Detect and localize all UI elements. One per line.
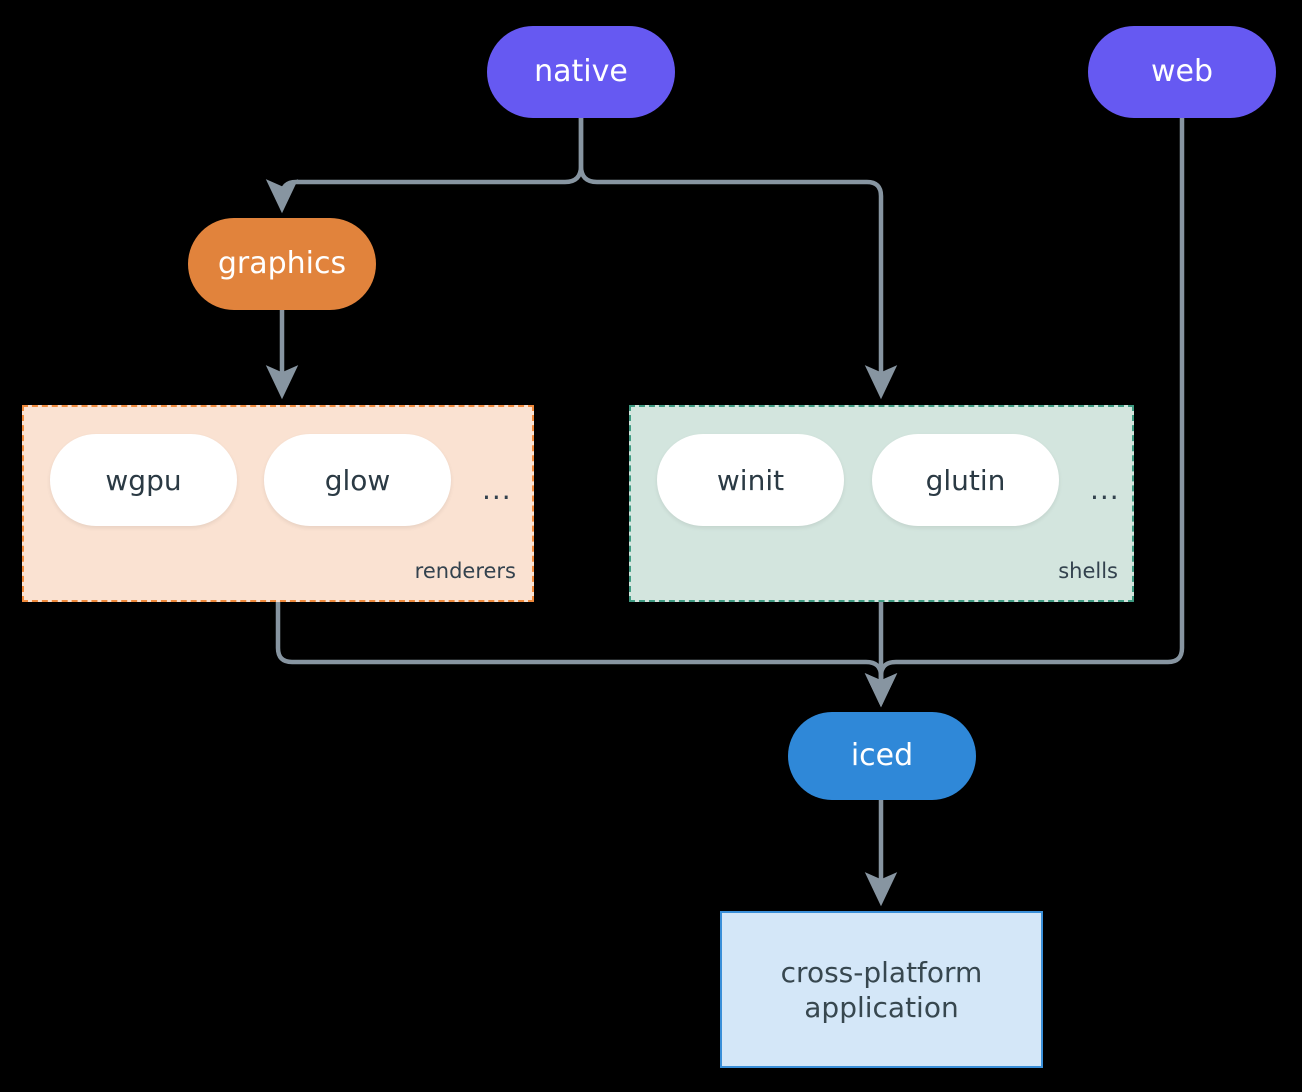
edge-native-stem-right [578,118,598,185]
pill-glutin[interactable]: glutin [872,434,1059,526]
node-web[interactable]: web [1088,26,1276,118]
node-iced-label: iced [850,738,914,774]
node-graphics[interactable]: graphics [188,218,376,310]
pill-winit-label: winit [716,463,785,497]
pill-wgpu-label: wgpu [105,463,182,497]
node-cross-platform-application[interactable]: cross-platform application [720,911,1043,1068]
edge-native-stem [564,118,584,185]
shells-overflow-ellipsis: ... [1090,473,1120,506]
node-native-label: native [534,54,628,90]
node-graphics-label: graphics [217,246,347,282]
pill-glutin-label: glutin [925,463,1006,497]
pill-glow-label: glow [324,463,391,497]
group-shells: winit glutin ... shells [629,405,1134,602]
pill-glow[interactable]: glow [264,434,451,526]
edge-native-to-shells [597,179,898,400]
edge-renderers-to-iced [275,602,898,708]
group-renderers-label: renderers [414,559,516,583]
renderers-overflow-ellipsis: ... [482,473,512,506]
pill-wgpu[interactable]: wgpu [50,434,237,526]
group-shells-label: shells [1058,559,1118,583]
group-renderers: wgpu glow ... renderers [22,405,534,602]
node-iced[interactable]: iced [788,712,976,800]
node-native[interactable]: native [487,26,675,118]
edge-native-to-graphics [265,179,565,214]
pill-winit[interactable]: winit [657,434,844,526]
node-application-label: cross-platform application [780,955,983,1024]
node-web-label: web [1150,54,1214,90]
